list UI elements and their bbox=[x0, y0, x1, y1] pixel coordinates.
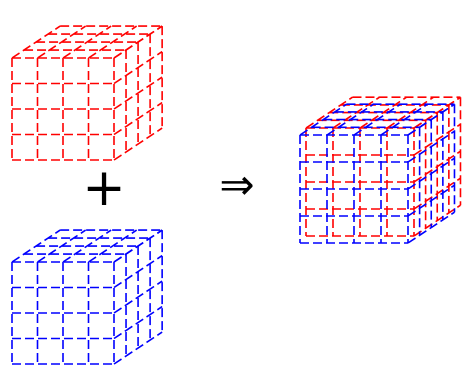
blue-cube-edge bbox=[113, 305, 163, 340]
blue-cube-edge bbox=[113, 331, 163, 365]
combined-cube-blue-lattice bbox=[299, 103, 456, 244]
blue-cube-edge bbox=[88, 229, 138, 263]
red-dashed-cube bbox=[11, 25, 163, 161]
plus-sign: + bbox=[82, 158, 126, 218]
blue-cube-edge bbox=[113, 254, 163, 289]
combined-dashed-cube bbox=[299, 96, 462, 244]
red-cube-edge bbox=[62, 25, 112, 59]
blue-cube-edge bbox=[113, 280, 163, 314]
red-cube-edge bbox=[113, 101, 163, 136]
implies-arrow: ⇒ bbox=[219, 160, 254, 209]
blue-cube-edge bbox=[37, 229, 87, 263]
red-cube-edge bbox=[37, 25, 87, 59]
red-cube-edge bbox=[113, 50, 163, 85]
combined-cube-red-lattice bbox=[305, 96, 462, 237]
red-cube-edge bbox=[113, 76, 163, 110]
red-cube-edge bbox=[113, 127, 163, 161]
blue-dashed-cube bbox=[11, 229, 163, 365]
blue-cube-edge bbox=[62, 229, 112, 263]
red-cube-edge bbox=[88, 25, 138, 59]
